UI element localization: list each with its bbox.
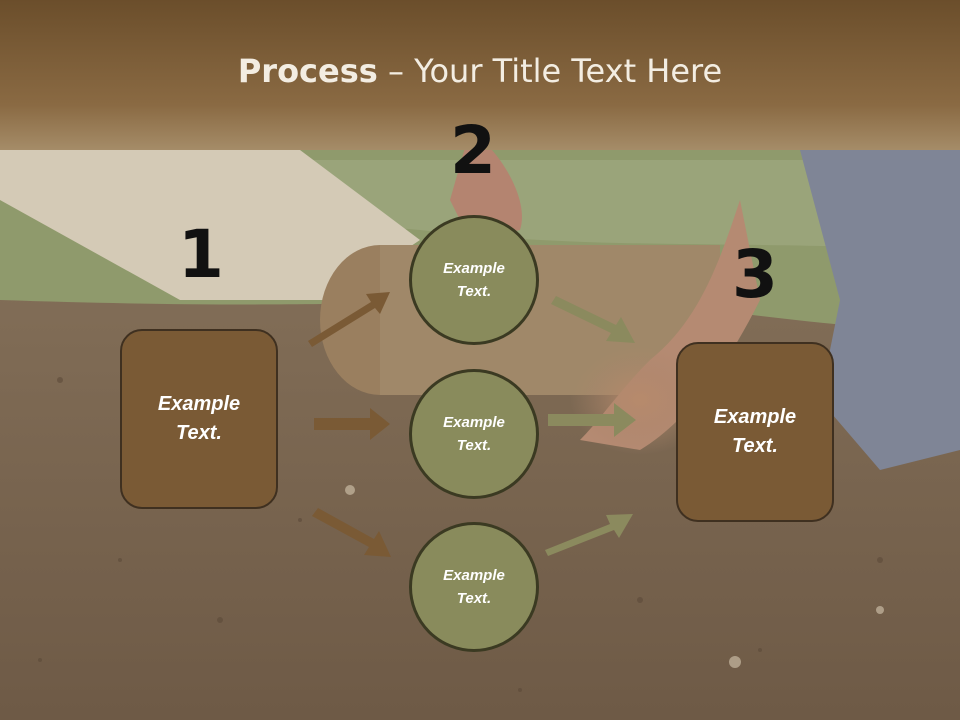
step-2-circle-bottom-text: Example Text. [443,567,505,607]
step-3-box[interactable]: Example Text. [676,342,834,522]
step-2-circle-top-text: Example Text. [443,260,505,300]
step-2-circle-top[interactable]: Example Text. [409,215,539,345]
step-3-text: Example Text. [713,406,797,457]
arrow-down-right-brown [312,508,391,557]
step-number-3: 3 [732,236,778,313]
arrow-up-right-brown [308,292,390,347]
step-number-2: 2 [450,112,496,189]
arrow-right-olive [548,403,636,437]
title-rest: – Your Title Text Here [377,52,723,90]
step-2-circle-middle[interactable]: Example Text. [409,369,539,499]
arrow-right-brown [314,408,390,440]
step-1-box[interactable]: Example Text. [120,329,278,509]
step-number-1: 1 [178,216,224,293]
title-bold: Process [237,52,378,90]
arrow-down-right-olive [551,296,635,343]
step-2-circle-middle-text: Example Text. [443,414,505,454]
step-2-circle-bottom[interactable]: Example Text. [409,522,539,652]
slide-title: Process – Your Title Text Here [0,52,960,90]
step-1-text: Example Text. [157,393,241,444]
arrow-up-right-olive [545,514,633,556]
